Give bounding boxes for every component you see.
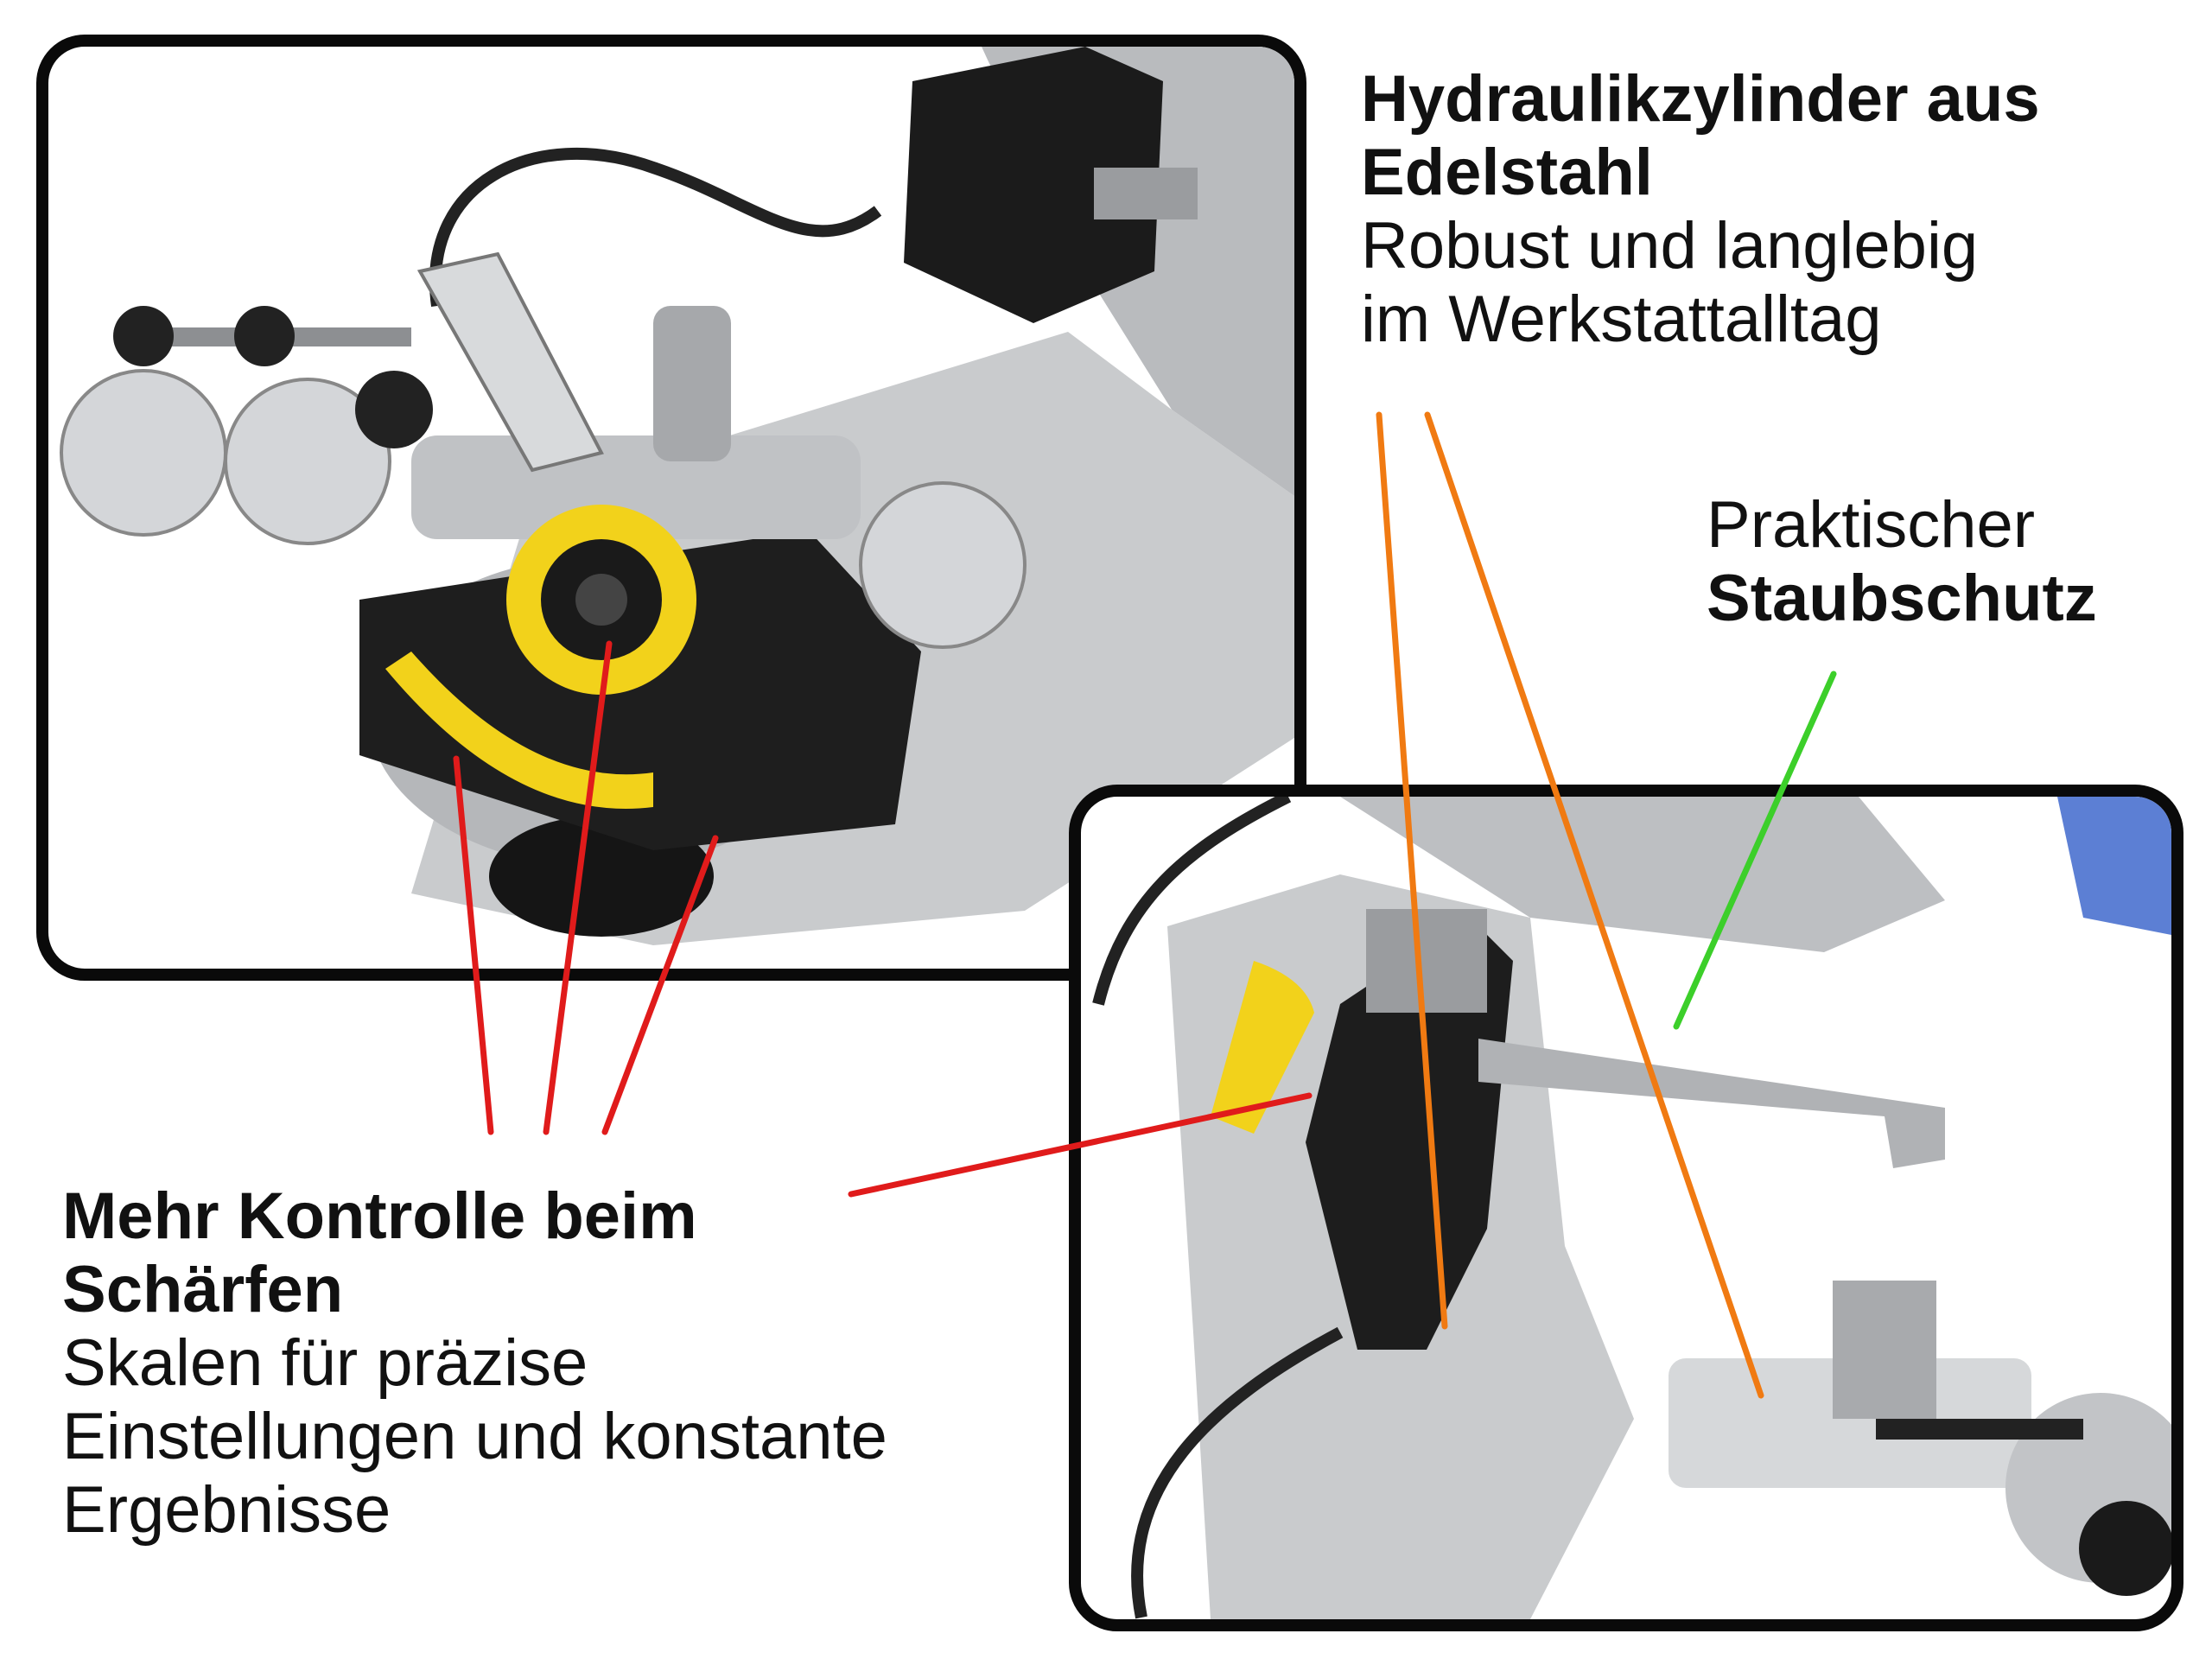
top-photo-panel (36, 35, 1306, 981)
sharpener-side-view-illustration (1092, 797, 2171, 1619)
control-text-line-1: Skalen für präzise (62, 1326, 588, 1401)
hydraulic-title-line-2: Edelstahl (1361, 136, 1653, 210)
control-title-line-1: Mehr Kontrolle beim (62, 1179, 697, 1253)
bottom-photo-panel (1069, 785, 2183, 1631)
control-text-line-2: Einstellungen und konstante (62, 1400, 887, 1474)
hydraulic-text-line-1: Robust und langlebig (1361, 209, 1979, 283)
hydraulic-title-line-1: Hydraulikzylinder aus (1361, 62, 2040, 136)
sharpener-top-view-illustration (60, 47, 1294, 945)
dust-text-line-1: Praktischer (1707, 488, 2036, 562)
control-callout: Mehr Kontrolle beim Schärfen Skalen für … (62, 1179, 887, 1548)
control-text-line-3: Ergebnisse (62, 1473, 391, 1548)
hydraulic-text-line-2: im Werkstattalltag (1361, 283, 1882, 357)
control-title-line-2: Schärfen (62, 1253, 344, 1327)
hydraulic-cylinder-callout: Hydraulikzylinder aus Edelstahl Robust u… (1361, 62, 2040, 356)
dust-title-line-1: Staubschutz (1707, 562, 2097, 636)
dust-guard-callout: Praktischer Staubschutz (1707, 488, 2097, 635)
